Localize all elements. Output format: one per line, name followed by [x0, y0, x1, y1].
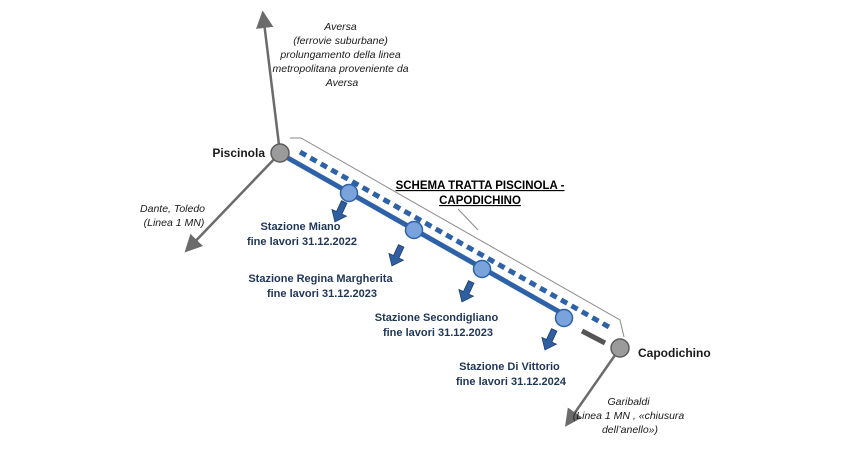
- capodichino-connector: [580, 328, 607, 346]
- aversa-direction-arrow: [256, 10, 282, 154]
- diagram-title-line2: CAPODICHINO: [439, 195, 521, 207]
- solid-blue-line: [286, 155, 574, 322]
- station-miano-arrow-icon: [331, 200, 348, 223]
- piscinola-terminal: [270, 143, 290, 163]
- aversa-direction-text: Aversa (ferrovie suburbane) prolungament…: [273, 21, 412, 89]
- capodichino-label: Capodichino: [638, 346, 711, 360]
- station-secondigliano-node: [472, 259, 492, 279]
- capodichino-terminal: [610, 338, 630, 358]
- section-bracket: [290, 137, 625, 338]
- garibaldi-direction-arrow: [564, 347, 622, 427]
- dante-direction-text: Dante, Toledo (Linea 1 MN): [140, 203, 208, 229]
- station-miano-label: Stazione Miano fine lavori 31.12.2022: [247, 221, 357, 248]
- diagram-title-line1: SCHEMA TRATTA PISCINOLA -: [396, 180, 565, 192]
- garibaldi-direction-text: Garibaldi (Linea 1 MN , «chiusura dell’a…: [573, 396, 687, 436]
- station-di-vittorio-label: Stazione Di Vittorio fine lavori 31.12.2…: [456, 361, 567, 388]
- dante-direction-arrow: [184, 152, 281, 253]
- station-regina-margherita-arrow-icon: [388, 244, 405, 267]
- station-secondigliano-arrow-icon: [458, 280, 475, 303]
- station-regina-margherita-node: [404, 220, 424, 240]
- piscinola-label: Piscinola: [212, 146, 265, 160]
- bracket-callout: [457, 208, 479, 231]
- station-di-vittorio-arrow-icon: [541, 328, 558, 351]
- station-secondigliano-label: Stazione Secondigliano fine lavori 31.12…: [375, 312, 502, 339]
- station-regina-margherita-label: Stazione Regina Margherita fine lavori 3…: [248, 273, 395, 300]
- station-miano-node: [339, 183, 359, 203]
- station-di-vittorio-node: [554, 308, 574, 328]
